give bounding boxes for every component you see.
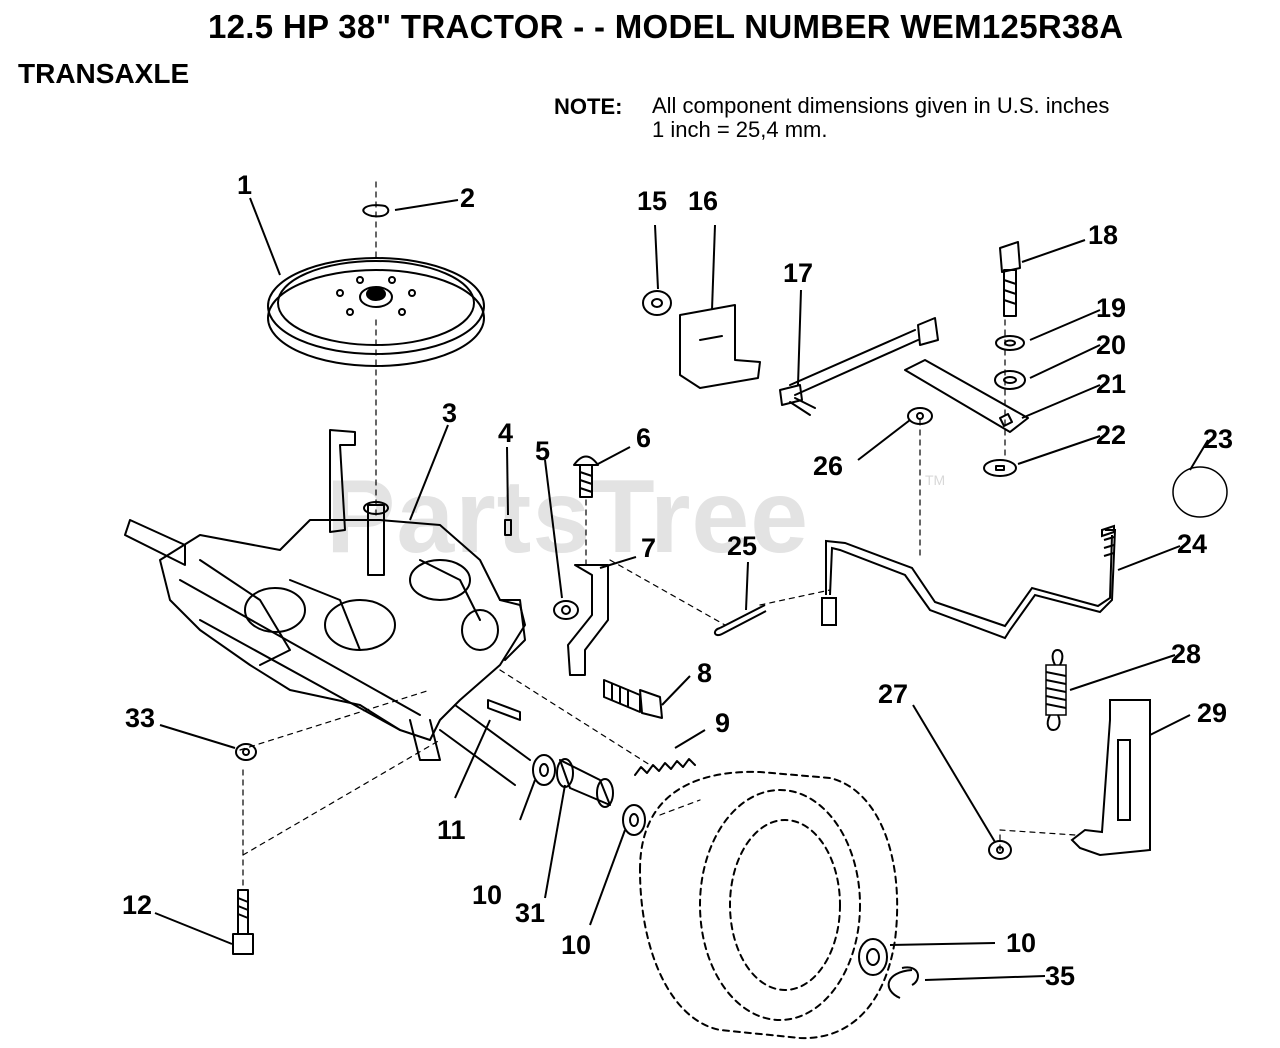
callout-31: 31 xyxy=(515,898,546,928)
callout-1: 1 xyxy=(237,170,253,200)
square-key xyxy=(487,699,521,721)
rear-tire xyxy=(639,770,899,1040)
lock-nut xyxy=(235,743,257,761)
pulley xyxy=(267,257,485,367)
callout-15: 15 xyxy=(637,186,668,216)
callout-21: 21 xyxy=(1096,369,1127,399)
callout-20: 20 xyxy=(1096,330,1127,360)
transaxle xyxy=(124,429,531,786)
callout-27: 27 xyxy=(878,679,909,709)
note-text: All component dimensions given in U.S. i… xyxy=(652,94,1109,142)
callout-4: 4 xyxy=(498,418,514,448)
callout-5: 5 xyxy=(535,436,551,466)
lever-end xyxy=(821,597,837,626)
control-knob xyxy=(1172,466,1228,518)
washers-19-20 xyxy=(994,335,1026,390)
angle-bracket xyxy=(679,304,761,389)
note-label: NOTE: xyxy=(554,94,623,119)
callout-22: 22 xyxy=(1096,420,1127,450)
cap-screw xyxy=(999,241,1021,317)
callout-11: 11 xyxy=(437,815,466,845)
flat-washer xyxy=(532,754,888,976)
callout-7: 7 xyxy=(641,533,657,563)
callout-10-a: 10 xyxy=(472,880,503,910)
callout-33: 33 xyxy=(125,703,156,733)
leader-lines xyxy=(154,197,1209,981)
callout-6: 6 xyxy=(636,423,652,453)
callout-18: 18 xyxy=(1088,220,1119,250)
note-line-1: All component dimensions given in U.S. i… xyxy=(652,93,1110,118)
callout-3: 3 xyxy=(442,398,458,428)
extension-spring-28 xyxy=(1045,649,1067,731)
callout-2: 2 xyxy=(460,183,476,213)
callout-12: 12 xyxy=(122,890,153,920)
nut-27 xyxy=(988,840,1012,860)
watermark-trademark: TM xyxy=(925,472,946,488)
washer-15 xyxy=(642,290,672,316)
link-bar xyxy=(904,359,1029,433)
callout-10-c: 10 xyxy=(1006,928,1037,958)
watermark: PartsTree xyxy=(326,459,810,575)
callout-17: 17 xyxy=(783,258,814,288)
shift-lever xyxy=(825,529,1117,640)
callout-35: 35 xyxy=(1045,961,1076,991)
hex-bolt xyxy=(603,679,663,719)
callout-29: 29 xyxy=(1197,698,1228,728)
e-clip xyxy=(362,204,390,218)
washer-22 xyxy=(983,459,1017,477)
spacer-tube xyxy=(556,758,614,808)
bracket xyxy=(567,564,609,676)
alignment-lines xyxy=(239,181,1076,891)
shoulder-bolt xyxy=(232,889,254,955)
callout-19: 19 xyxy=(1096,293,1127,323)
cotter-pin xyxy=(714,604,767,637)
callout-28: 28 xyxy=(1171,639,1202,669)
callout-23: 23 xyxy=(1203,424,1234,454)
callout-9: 9 xyxy=(715,708,731,738)
callout-25: 25 xyxy=(727,531,758,561)
diagram-title: 12.5 HP 38" TRACTOR - - MODEL NUMBER WEM… xyxy=(208,8,1124,45)
key-pin xyxy=(504,519,512,536)
callout-16: 16 xyxy=(688,186,719,216)
extension-spring xyxy=(634,758,696,776)
nut-26 xyxy=(907,407,933,425)
control-rod xyxy=(779,317,939,416)
retaining-clip xyxy=(887,966,919,999)
callout-8: 8 xyxy=(697,658,713,688)
hex-nut xyxy=(553,600,579,620)
section-title: TRANSAXLE xyxy=(18,58,190,89)
callout-26: 26 xyxy=(813,451,844,481)
lever-threads xyxy=(1101,524,1115,557)
mounting-bracket xyxy=(1070,699,1151,857)
callout-24: 24 xyxy=(1177,529,1208,559)
note-line-2: 1 inch = 25,4 mm. xyxy=(652,117,828,142)
callout-10-b: 10 xyxy=(561,930,592,960)
